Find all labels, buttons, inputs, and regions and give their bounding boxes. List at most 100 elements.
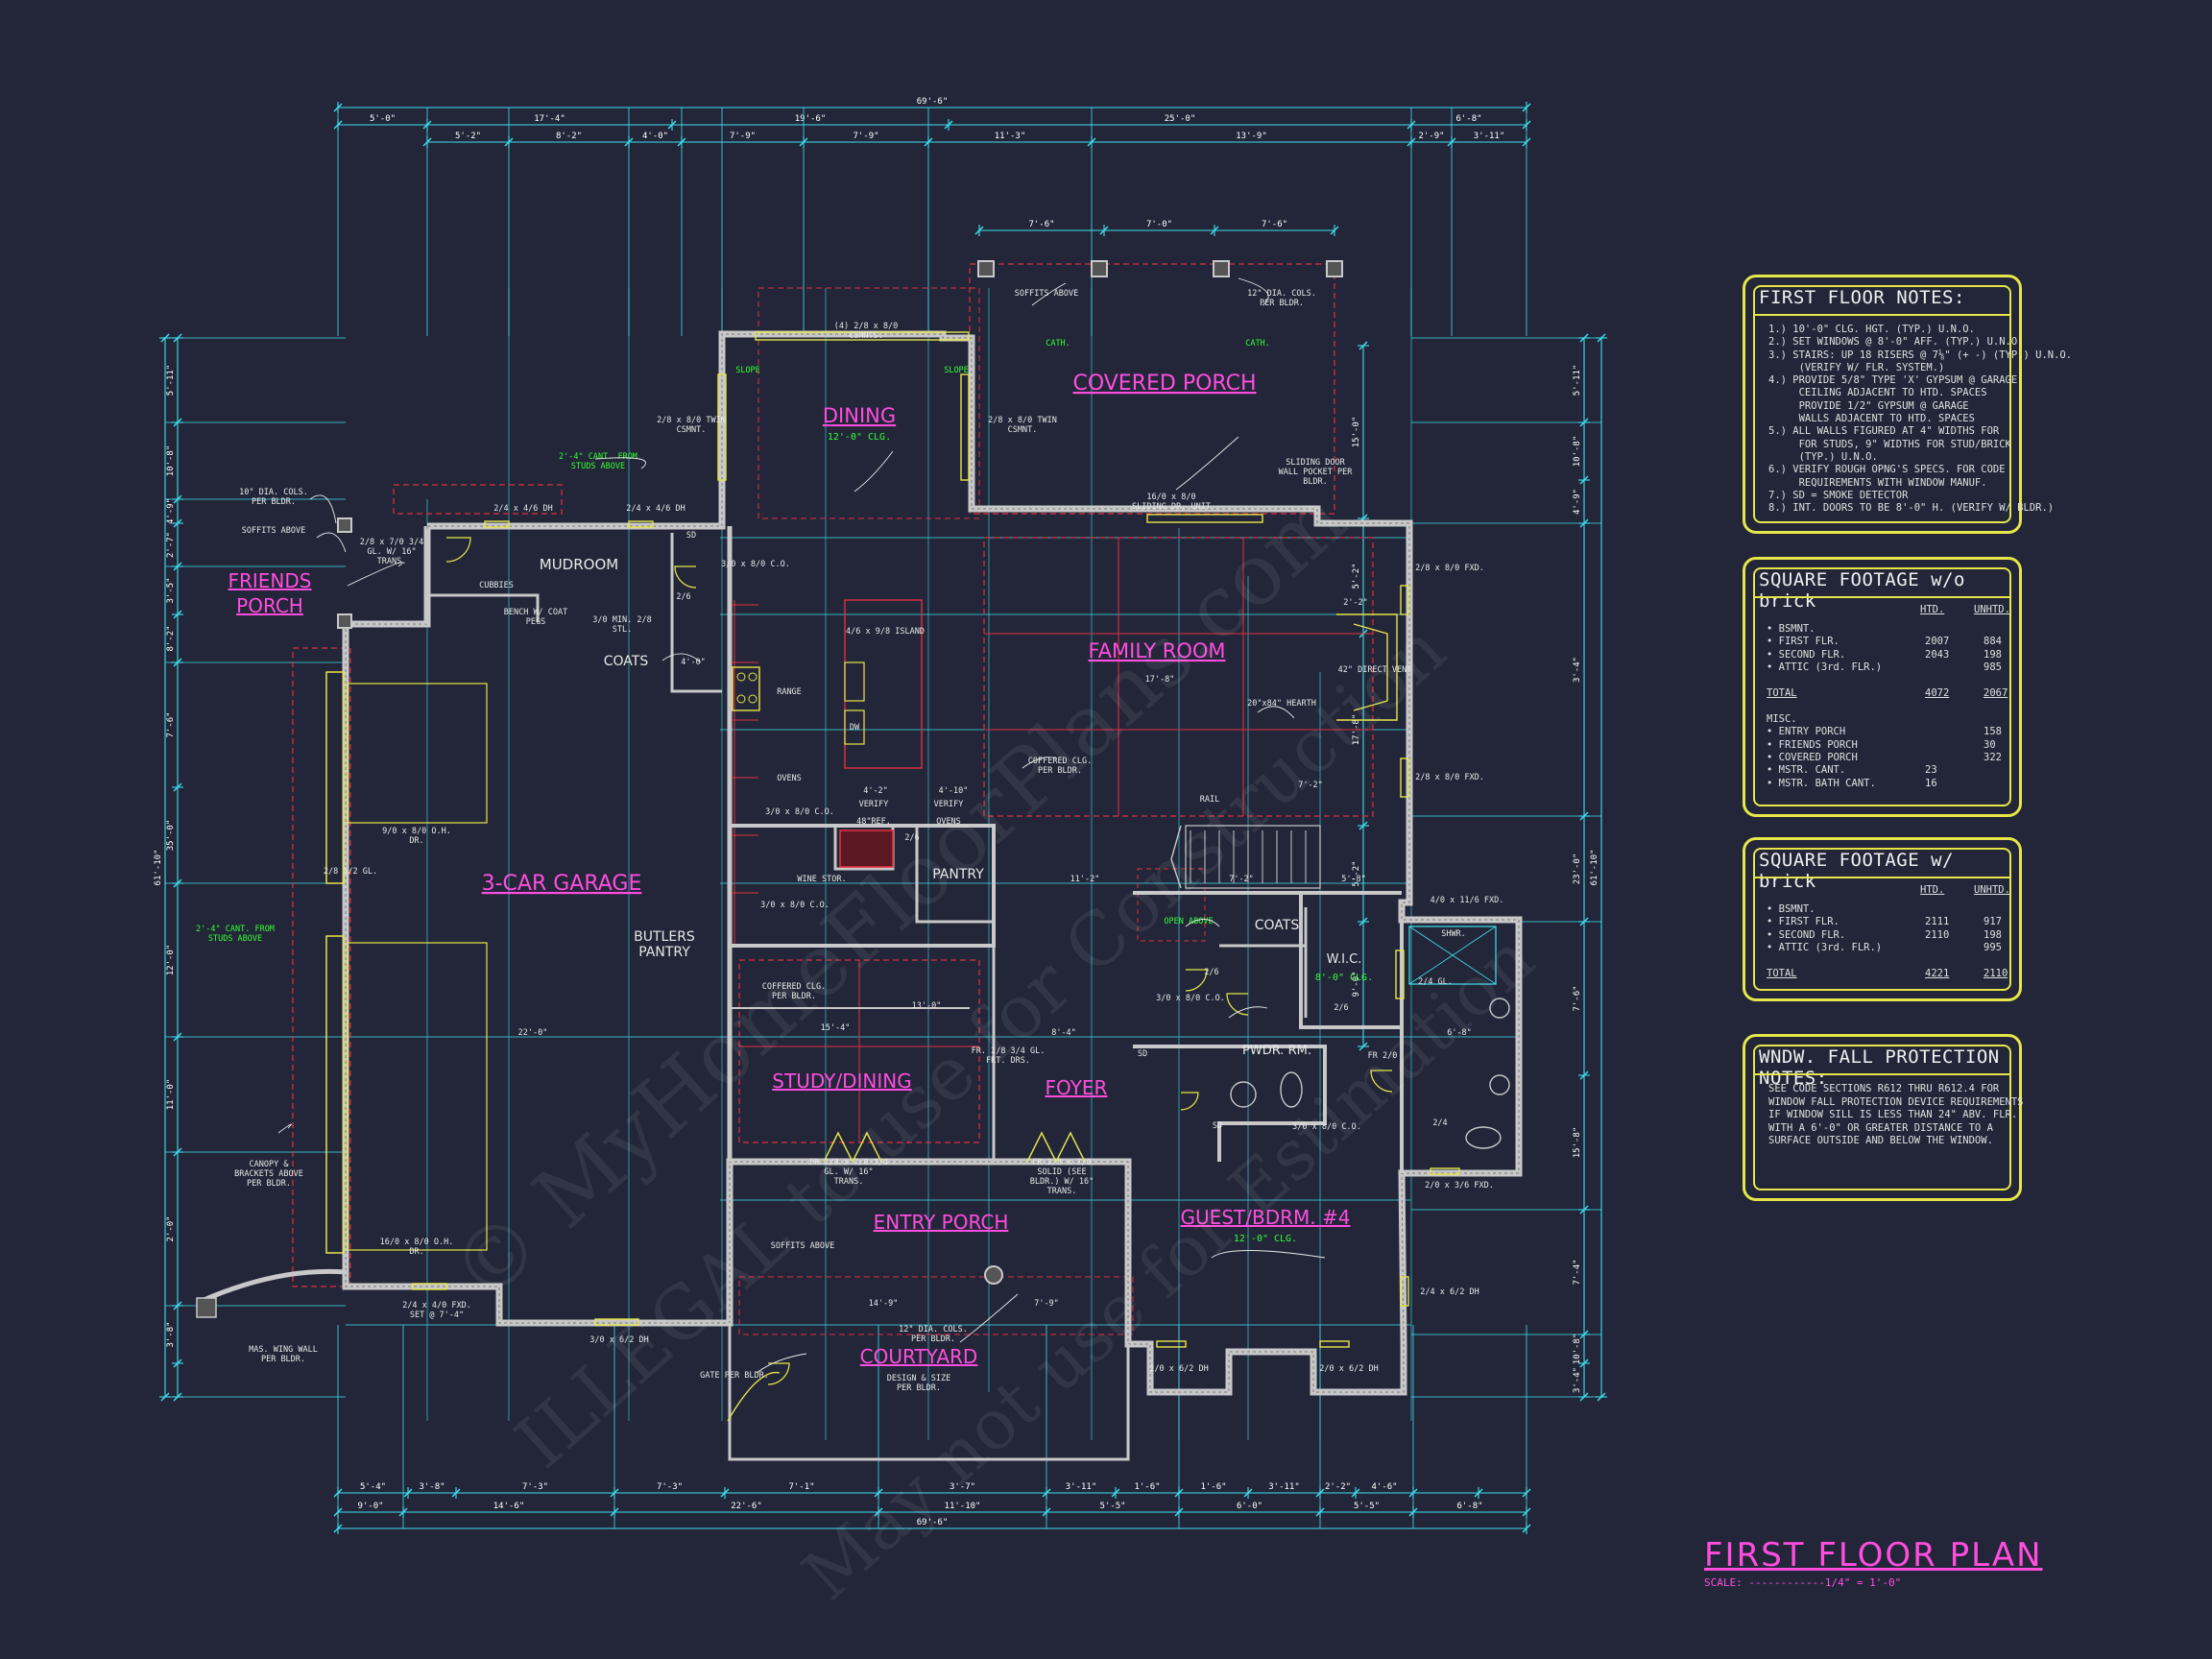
leader-line — [1228, 1006, 1268, 1019]
annotation-l54: OPEN ABOVE — [1164, 917, 1213, 926]
hidden-coffered — [983, 537, 1374, 817]
dim-label: 15'-8" — [1573, 1127, 1582, 1159]
dim-label: 12'-0" — [166, 945, 176, 976]
annotation-l69: 2/6 — [676, 592, 690, 602]
note-item: 7.) SD = SMOKE DETECTOR — [1768, 489, 1909, 501]
annotation-l84: 5'-8" — [1341, 875, 1366, 884]
hidden-cantilever-top — [393, 484, 563, 515]
dim-label: 19'-6" — [795, 114, 827, 124]
annotation-l70: SD — [686, 531, 696, 541]
leader-line — [277, 1123, 292, 1134]
porch-column — [1326, 260, 1343, 277]
annotation-l48: FR. 2/8 3/4 GL.FRT. DRS. — [972, 1046, 1046, 1066]
garage-door — [325, 671, 345, 884]
room-label-foyer: FOYER — [1046, 1076, 1108, 1099]
unhtd-header: UNHTD. — [1974, 604, 2010, 615]
window — [1400, 757, 1409, 798]
notes-title: FIRST FLOOR NOTES: — [1759, 287, 1965, 308]
dim-slash — [1358, 1042, 1368, 1051]
room-sub-wic: 8'-0" CLG. — [1315, 973, 1373, 983]
shower — [1408, 926, 1497, 985]
annotation-l33: COFFERED CLG.PER BLDR. — [1028, 757, 1093, 776]
sqft-label: MISC. — [1767, 712, 1797, 725]
dim-label: 11'-3" — [995, 132, 1026, 141]
dim-label: 3'-8" — [419, 1482, 445, 1492]
sqft-without-brick-panel: SQUARE FOOTAGE w/o brick HTD. UNHTD. • B… — [1743, 557, 2022, 817]
unhtd-header: UNHTD. — [1974, 884, 2010, 896]
dim-label: 7'-9" — [730, 132, 756, 141]
leader-line — [1211, 1250, 1326, 1259]
annotation-l4: CATH. — [1046, 339, 1070, 349]
dim-slash — [1358, 917, 1368, 926]
sqft-htd: 2110 — [1925, 928, 1950, 941]
dim-slash — [974, 226, 984, 235]
front-door — [852, 1131, 882, 1163]
sqft-with-brick-panel: SQUARE FOOTAGE w/ brick HTD. UNHTD. • BS… — [1743, 837, 2022, 1001]
room-label-garage: 3-CAR GARAGE — [482, 872, 642, 896]
annotation-l30: OVENS — [936, 817, 961, 827]
note-item: 6.) VERIFY ROUGH OPNG'S SPECS. FOR CODE — [1768, 464, 2006, 476]
room-label-mudroom: MUDROOM — [540, 556, 618, 573]
dim-slash — [1210, 226, 1219, 235]
dim-label: 25'-0" — [1165, 114, 1196, 124]
room-label-wic: W.I.C. — [1327, 952, 1362, 967]
sqft-unhtd: 985 — [1984, 661, 2002, 674]
sqft-label: TOTAL — [1767, 968, 1797, 979]
annotation-l25: OVENS — [777, 774, 802, 783]
window — [1319, 1340, 1350, 1348]
window — [755, 331, 970, 341]
mudroom-wall — [670, 533, 722, 693]
annotation-l75: 15'-4" — [821, 1023, 851, 1033]
dim-slash — [720, 1488, 730, 1498]
dim-label: 15'-0" — [1352, 417, 1361, 448]
dim-label: 6'-8" — [1455, 114, 1481, 124]
sqft-label: • SECOND FLR. — [1767, 648, 1846, 661]
porch-column — [977, 260, 995, 277]
annotation-l80: 4'-2" — [863, 786, 888, 796]
note-item: (VERIFY W/ FLR. SYSTEM.) — [1768, 361, 1945, 373]
toilet — [1465, 1126, 1502, 1149]
wing-wall-end — [196, 1297, 217, 1318]
range — [732, 666, 760, 711]
dim-label: 61'-10" — [154, 850, 163, 886]
dim-slash — [173, 518, 182, 528]
annotation-l51: SOFFITS ABOVE — [771, 1241, 835, 1251]
dim-slash — [1579, 1358, 1589, 1368]
interior-wall — [730, 824, 996, 948]
room-label-pwdr: PWDR. RM. — [1242, 1044, 1311, 1058]
dim-label: 22'-6" — [731, 1502, 762, 1511]
hidden-dining — [757, 287, 980, 519]
sink — [1489, 998, 1510, 1019]
room-label-pantry: PANTRY — [932, 867, 984, 882]
dim-label: 7'-6" — [1262, 220, 1287, 229]
room-label-covered-porch: COVERED PORCH — [1072, 372, 1256, 396]
sqft-htd: 2043 — [1925, 648, 1950, 661]
note-item: 4.) PROVIDE 5/8" TYPE 'X' GYPSUM @ GARAG… — [1768, 374, 2018, 387]
sqft-unhtd: 2110 — [1984, 968, 2008, 979]
annotation-l28: 48"REF. — [856, 817, 891, 827]
annotation-l7: SLOPE — [944, 366, 969, 375]
annotation-l78: 7'-9" — [1034, 1299, 1059, 1309]
dim-label: 7'-1" — [788, 1482, 814, 1492]
window — [1156, 1340, 1187, 1348]
sqft-unhtd: 995 — [1984, 942, 2002, 954]
sqft-label: • MSTR. CANT. — [1767, 764, 1846, 777]
interior-wall — [1299, 893, 1402, 1029]
room-sub-guest: 12'-0" CLG. — [1234, 1234, 1297, 1244]
sqft-htd: 16 — [1925, 777, 1937, 789]
window — [412, 1283, 447, 1290]
sqft-unhtd: 322 — [1984, 752, 2002, 763]
dim-label: 69'-6" — [917, 1518, 949, 1527]
fall-text: SEE CODE SECTIONS R612 THRU R612.4 FOR W… — [1768, 1083, 2024, 1146]
annotation-l66: 2/6 — [904, 833, 919, 843]
dim-label: 3'-11" — [1066, 1482, 1097, 1492]
notes-list: 1.) 10'-0" CLG. HGT. (TYP.) U.N.O.2.) SE… — [1768, 324, 2072, 515]
annotation-l31: WINE STOR. — [797, 875, 846, 884]
dim-label: 2'-0" — [166, 1215, 176, 1241]
annotation-l85: 2'-2" — [1343, 598, 1368, 608]
